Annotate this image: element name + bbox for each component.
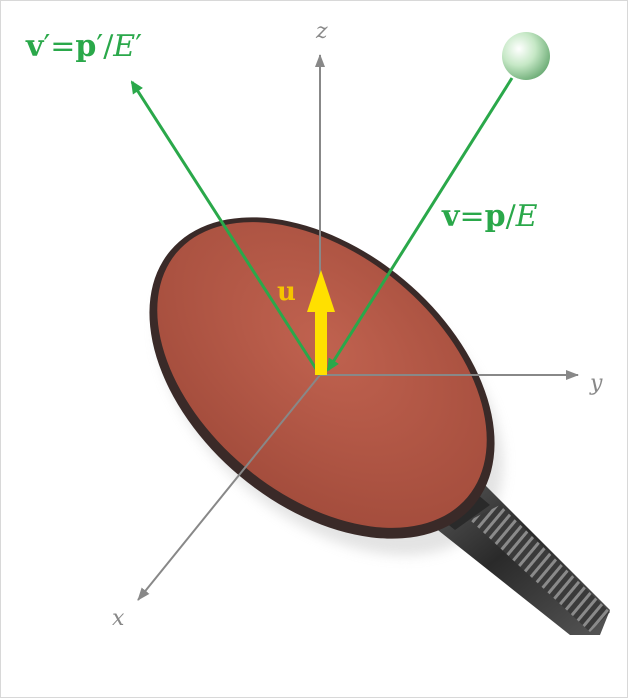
ping-pong-ball-icon [502,32,550,80]
z-axis-label: z [315,19,328,44]
x-axis-label: x [112,606,125,631]
paddle-velocity-label: u [277,277,296,307]
y-axis-label: y [589,371,603,396]
outgoing-velocity-label: v′=p′/E′ [25,29,142,64]
incoming-velocity-label: v=p/E [441,199,538,234]
